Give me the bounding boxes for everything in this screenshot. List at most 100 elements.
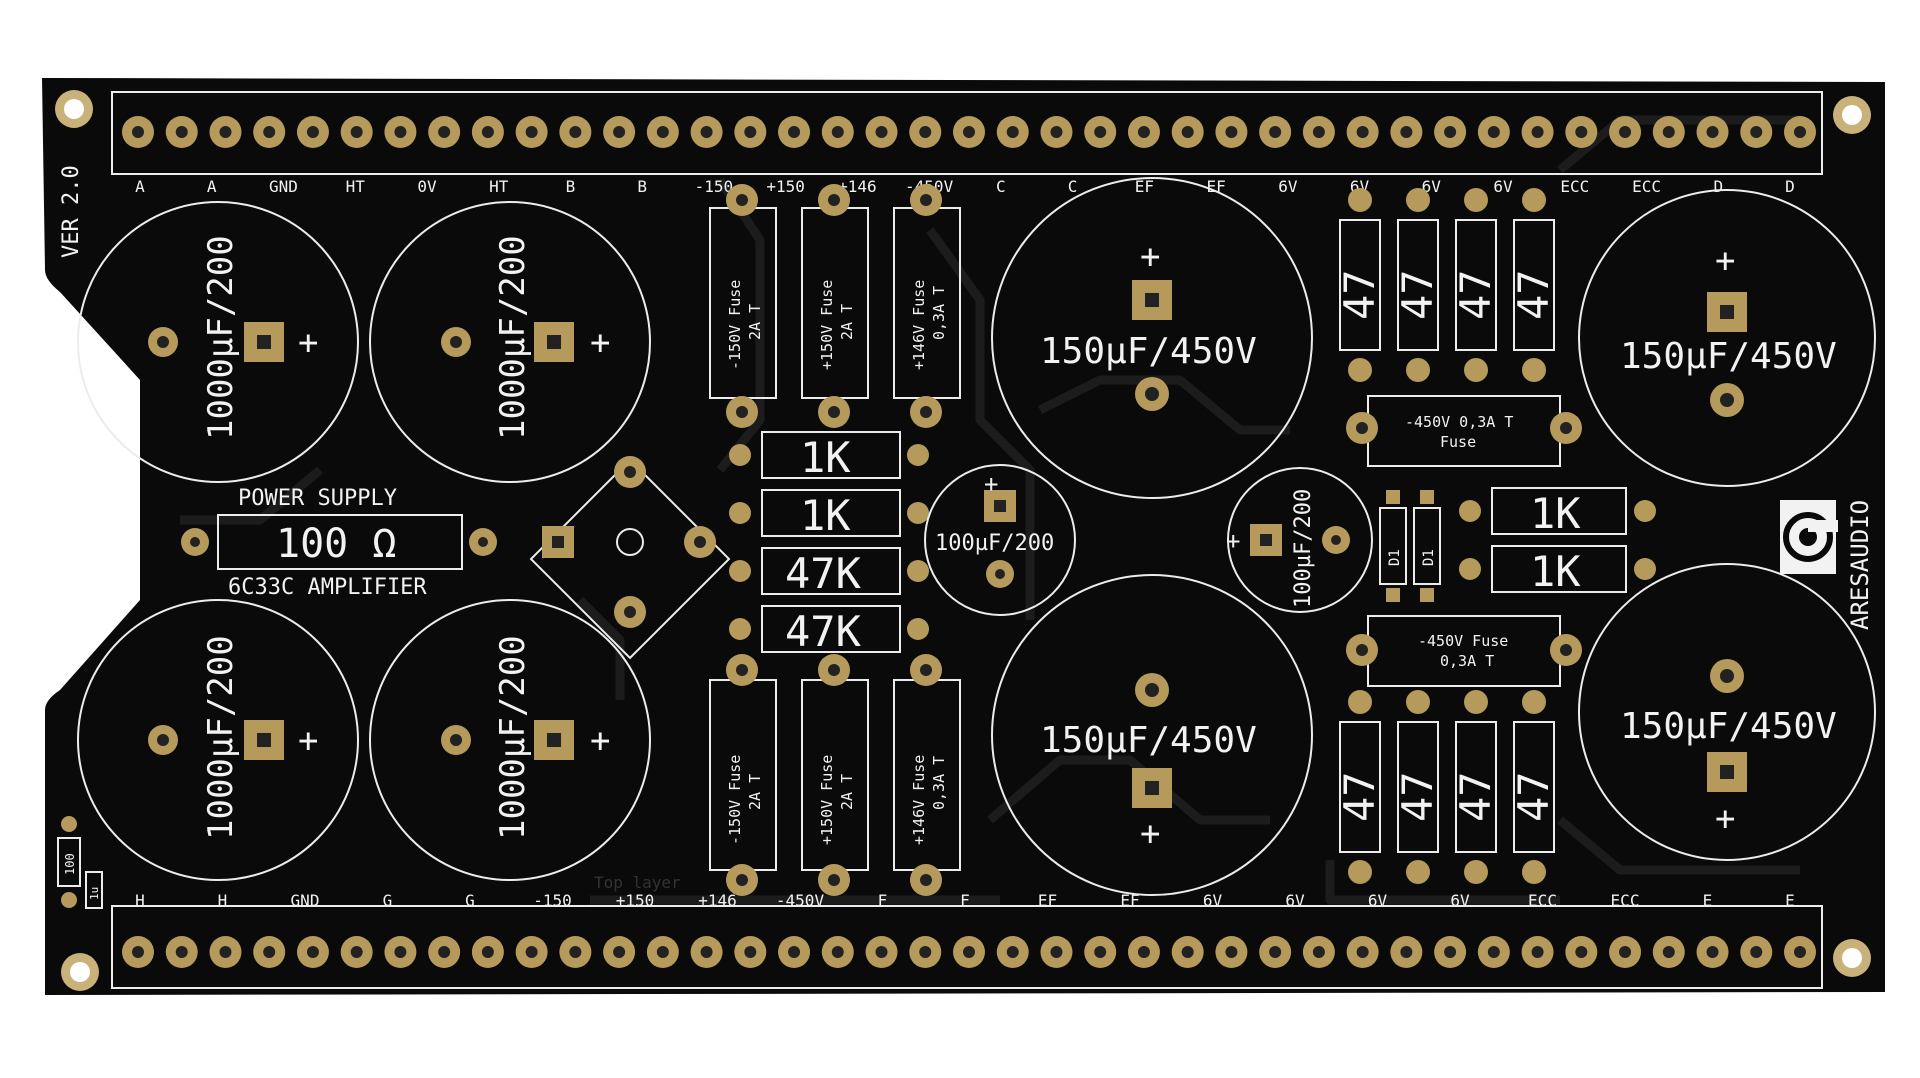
resistor-47: [1513, 219, 1555, 351]
resistor-value: 47K: [785, 549, 862, 598]
pad-hole: [219, 946, 232, 958]
pad-hole: [1662, 946, 1675, 958]
capacitor-label: 1000µF/200: [201, 635, 241, 840]
header-label: 6V: [1450, 891, 1470, 910]
resistor-47: [1397, 219, 1439, 351]
resistor-value: 47: [1393, 269, 1442, 320]
aresaudio-logo: ARESAUDIO: [1780, 500, 1874, 630]
pad-hole: [1619, 946, 1632, 958]
resistor-47k-b: 47K: [729, 605, 929, 656]
pad-hole: [306, 126, 319, 138]
header-label: EF: [1038, 891, 1057, 910]
header-label: EF: [1120, 891, 1139, 910]
pad-hole: [1094, 126, 1107, 138]
capacitor-450v-3: + 150µF/450V: [1578, 189, 1876, 487]
capacitor-450v-1: + 150µF/450V: [991, 177, 1313, 499]
pad-hole: [525, 946, 538, 958]
resistor-pad: [1522, 188, 1546, 212]
resistor-value: 1K: [800, 491, 851, 540]
header-label: ECC: [1560, 177, 1589, 196]
pad-hole: [1006, 126, 1019, 138]
header-label: 6V: [1278, 177, 1298, 196]
pad-hole: [1050, 126, 1063, 138]
pad-hole: [700, 946, 713, 958]
fuse-label: -450V 0,3A T: [1405, 413, 1513, 431]
header-label: 6V: [1493, 177, 1513, 196]
resistor-value: 100 Ω: [276, 521, 396, 567]
top-header-outline: [111, 91, 1823, 175]
bridge-rectifier: [529, 456, 731, 660]
board-subtitle: 6C33C AMPLIFIER: [228, 575, 427, 600]
pad-hole: [919, 126, 932, 138]
header-label: D: [1713, 177, 1723, 196]
plus-sign: +: [590, 721, 610, 761]
resistor-pad: [1522, 860, 1546, 884]
pad-hole: [394, 126, 407, 138]
plus-sign: +: [590, 323, 610, 363]
fuse-rating: 2A T: [746, 774, 764, 810]
resistor-value: 47: [1393, 771, 1442, 822]
header-label: ECC: [1611, 891, 1640, 910]
center-resistor-stack: 1K 1K 47K 47K: [729, 431, 929, 656]
pad-hole: [1400, 126, 1413, 138]
pad-hole: [875, 126, 888, 138]
pad-hole: [1662, 126, 1675, 138]
resistor-pad: [1464, 690, 1488, 714]
header-label: G: [383, 891, 393, 910]
capacitor-label: 1000µF/200: [493, 235, 533, 440]
bottom-header-outline: [111, 905, 1823, 989]
pad-hole: [613, 126, 626, 138]
resistor-value: 47: [1451, 269, 1500, 320]
plus-sign: +: [1140, 237, 1160, 277]
pad-hole: [1531, 946, 1544, 958]
fuse-rating: 2A T: [746, 304, 764, 340]
capacitor-1000uf-2: 1000µF/200 +: [369, 201, 651, 483]
fuse-label: -150V Fuse: [726, 280, 744, 370]
header-label: +150: [766, 177, 805, 196]
resistor-pad: [1464, 188, 1488, 212]
pad-hole: [1181, 126, 1194, 138]
resistor-47: [1455, 219, 1497, 351]
pad-hole: [1487, 946, 1500, 958]
header-label: G: [465, 891, 475, 910]
resistor-pad: [1406, 188, 1430, 212]
pad-hole: [1356, 126, 1369, 138]
pad-hole: [1050, 946, 1063, 958]
header-label: 6V: [1368, 891, 1388, 910]
fuse-pos150-bottom: +150V Fuse 2A T: [801, 654, 869, 896]
diodes: D1 D1: [1379, 490, 1441, 602]
pad-hole: [1444, 946, 1457, 958]
header-label: HT: [489, 177, 509, 196]
resistor-value: 47: [1335, 771, 1384, 822]
pad-hole: [963, 126, 975, 138]
layer-label: Top layer: [594, 873, 681, 892]
bottom-header-pads: [122, 936, 1816, 968]
fuse-label: +146V Fuse: [910, 280, 928, 370]
header-label: F: [878, 891, 888, 910]
header-label: +146: [698, 891, 737, 910]
capacitor-label: 150µF/450V: [1040, 331, 1257, 372]
header-label: GND: [291, 891, 320, 910]
header-label: 6V: [1203, 891, 1223, 910]
header-label: A: [207, 177, 217, 196]
plus-sign: +: [1226, 527, 1240, 555]
pad-hole: [481, 946, 494, 958]
capacitor-label: 150µF/450V: [1620, 706, 1837, 747]
header-label: D: [1785, 177, 1795, 196]
pad-hole: [656, 126, 669, 138]
resistor-47: [1513, 721, 1555, 853]
bottom-fuse-holders: -150V Fuse 2A T +150V Fuse 2A T +146V Fu…: [709, 654, 961, 896]
header-label: -150: [695, 177, 734, 196]
capacitor-100uf-2: + 100µF/200: [1226, 467, 1373, 613]
capacitor-label: 100µF/200: [1291, 489, 1316, 608]
pad-hole: [1619, 126, 1632, 138]
pad-hole: [656, 946, 669, 958]
pad-hole: [613, 946, 626, 958]
resistor-pad: [1348, 358, 1372, 382]
pad-hole: [1094, 946, 1107, 958]
top-header-pads: [122, 116, 1816, 148]
pad-hole: [1750, 946, 1763, 958]
